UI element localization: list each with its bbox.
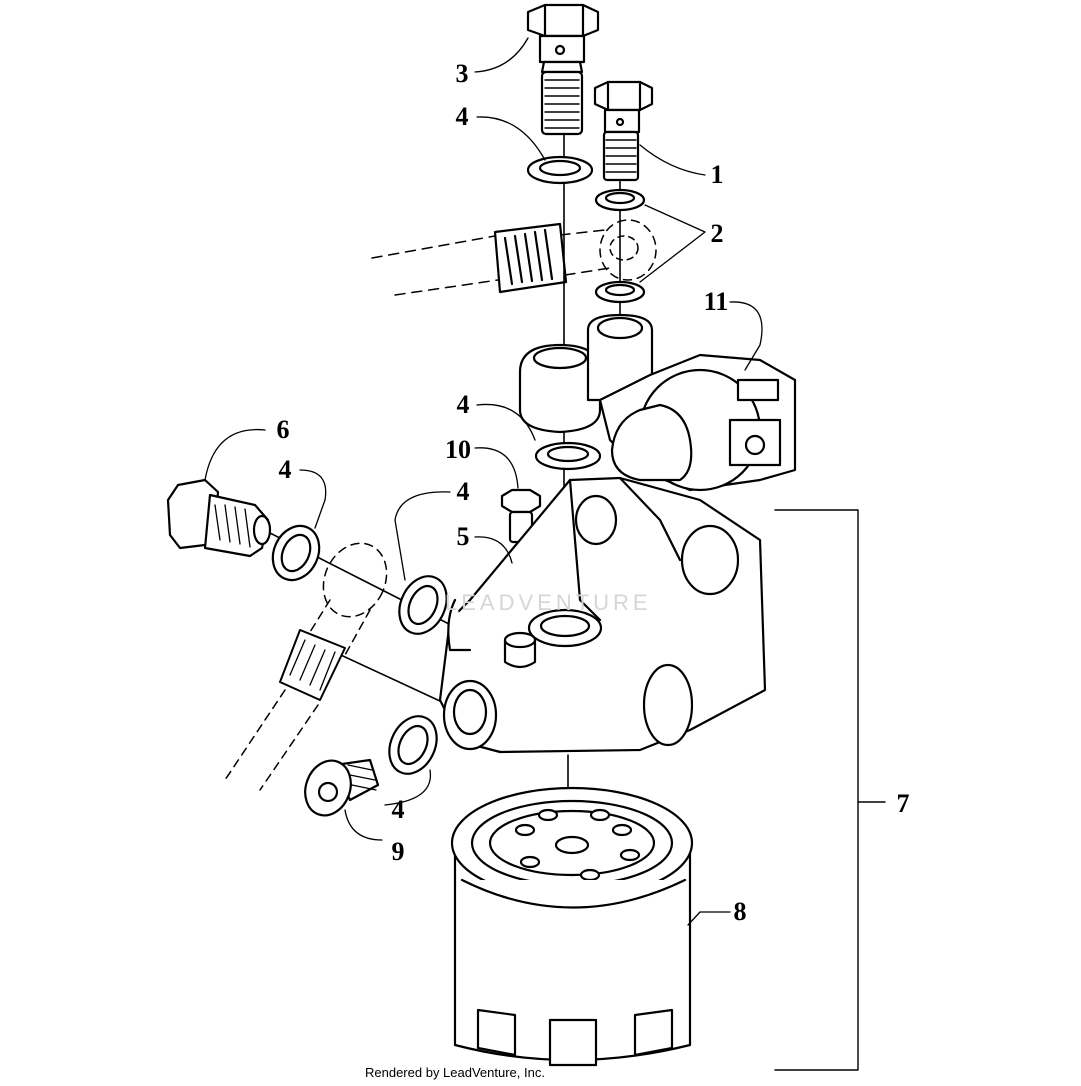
part-6-banjo-bolt	[166, 478, 272, 558]
part-7-bracket	[774, 509, 886, 1071]
callout-7: 7	[896, 789, 910, 818]
callout-1: 1	[710, 160, 724, 189]
lower-hose	[224, 542, 388, 791]
callout-4-middle: 4	[456, 390, 470, 419]
callout-5: 5	[456, 522, 470, 551]
callout-4-bottom: 4	[391, 795, 405, 824]
part-3-banjo-bolt	[526, 3, 600, 136]
callout-2: 2	[710, 219, 724, 248]
callout-10: 10	[445, 435, 471, 464]
washers-left	[271, 524, 448, 775]
callout-4-center-left: 4	[456, 477, 470, 506]
part-1-banjo-bolt	[593, 80, 654, 182]
callout-6: 6	[276, 415, 290, 444]
watermark-text: LEADVENTURE	[445, 590, 652, 615]
part-11-sensor	[598, 353, 797, 492]
upper-hose-sleeve	[493, 219, 657, 294]
leader-lines	[204, 37, 763, 926]
callout-4-left: 4	[278, 455, 292, 484]
part-9-drain-plug	[304, 758, 380, 817]
banjo-fittings	[518, 313, 654, 434]
part-7-filter-housing	[438, 476, 767, 754]
callout-11: 11	[703, 287, 729, 316]
callout-4-top: 4	[455, 102, 469, 131]
callout-3: 3	[455, 59, 469, 88]
render-credit: Rendered by LeadVenture, Inc.	[365, 1065, 545, 1080]
callout-9: 9	[391, 837, 405, 866]
washers-upper	[526, 155, 646, 471]
upper-hose	[371, 229, 611, 296]
part-8-oil-filter	[450, 786, 694, 1067]
callout-8: 8	[733, 897, 747, 926]
